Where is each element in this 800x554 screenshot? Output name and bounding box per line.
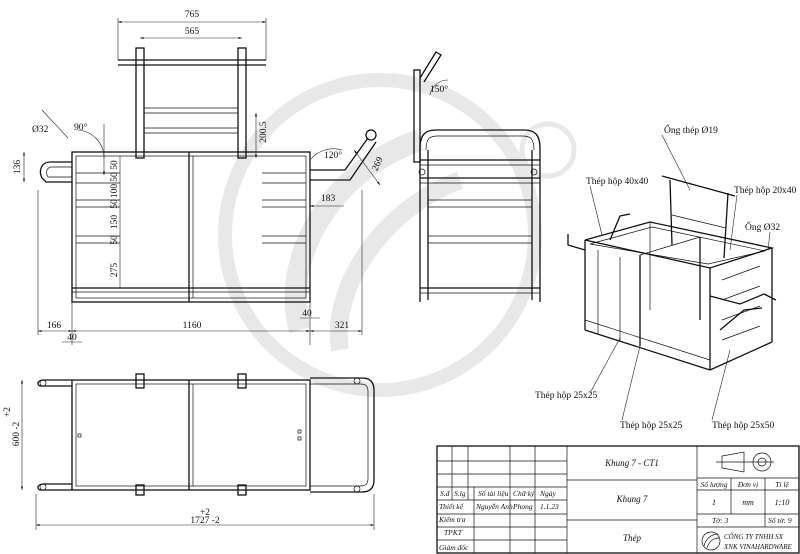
dim-left-40: 40 [67, 333, 77, 343]
dim-200-5: 200.5 [259, 121, 269, 143]
projection-symbol-icon [716, 451, 774, 473]
dim-1727-tol: +2 [200, 508, 210, 518]
tb-col-date: Ngày [539, 489, 557, 498]
dim-pipe-32: Ø32 [32, 125, 49, 135]
dim-v-150: 150 [110, 215, 120, 230]
tb-sheets-total: Số tờ: 9 [768, 516, 792, 525]
callout-pipe-32: Ống Ø32 [745, 220, 780, 233]
dim-v-50-d: 50 [110, 235, 120, 245]
tb-col-sd: S.đ [440, 489, 451, 498]
tb-part-name: Khung 7 [616, 494, 648, 504]
dim-1160: 1160 [183, 321, 202, 331]
top-view: +2 600 -2 +2 1727 -2 [3, 373, 375, 530]
tb-col-sign: Chữ ký [513, 489, 535, 498]
isometric-view: Ống thép Ø19 Thép hộp 40x40 Thép hộp 20x… [535, 123, 797, 431]
tb-director-label: Giám đốc [439, 543, 469, 552]
dim-angle-150: 150° [430, 84, 448, 95]
front-view: 765 565 200.5 Ø32 90° 136 120° 269 183 5… [13, 10, 386, 345]
tb-designer-label: Thiết kế [439, 502, 465, 511]
dim-v-275: 275 [110, 263, 120, 278]
tb-qty-value: 1 [712, 498, 716, 507]
tb-scale-label: Tỉ lệ [775, 480, 789, 489]
dim-321: 321 [335, 321, 350, 331]
dim-565: 565 [185, 27, 200, 37]
tb-col-slg: S.lg [454, 489, 466, 498]
dim-183: 183 [321, 194, 336, 204]
dim-right-40: 40 [302, 309, 312, 319]
tb-sheet: Tờ: 3 [712, 516, 729, 525]
callout-box-40x40: Thép hộp 40x40 [586, 177, 649, 187]
dim-v-50-c: 50 [110, 199, 120, 209]
tb-material: Thép [623, 533, 642, 543]
tb-designer-name: Nguyễn Anh [475, 502, 513, 511]
tb-date: 1.1.23 [540, 502, 559, 511]
tb-drawing-title: Khung 7 - CT1 [604, 458, 659, 468]
callout-box-25x25-b: Thép hộp 25x25 [620, 421, 683, 431]
shelf-lines [76, 172, 306, 244]
tb-approver: Phong [512, 502, 533, 511]
tb-col-doc: Số tài liệu [478, 489, 509, 498]
tb-unit-value: mm [742, 498, 754, 507]
dim-765: 765 [185, 10, 200, 20]
tb-scale-value: 1:10 [775, 498, 790, 507]
company-logo-icon [701, 531, 721, 551]
dim-600-tol: +2 [3, 407, 13, 417]
dim-136: 136 [13, 160, 23, 175]
dim-v-50-b: 50 [110, 172, 120, 182]
tb-qty-label: Số lượng [700, 480, 727, 489]
tb-check-label: Kiểm tra [438, 515, 466, 524]
side-view: 150° [413, 51, 541, 302]
tb-company-line1: CÔNG TY TNHH SX [724, 533, 784, 541]
callout-box-25x50: Thép hộp 25x50 [712, 421, 775, 431]
dim-angle-120: 120° [324, 150, 342, 161]
dim-600: 600 -2 [12, 421, 22, 446]
tb-tpkt-label: TPKT [444, 528, 463, 537]
dim-166: 166 [47, 321, 62, 331]
callout-box-25x25-a: Thép hộp 25x25 [535, 391, 598, 401]
tb-company-line2: XNK VINAHARDWARE [723, 543, 792, 551]
title-block: S.đ S.lg Số tài liệu Chữ ký Ngày Thiết k… [436, 445, 800, 554]
dim-v-50-a: 50 [110, 160, 120, 170]
tb-unit-label: Đơn vị [737, 480, 758, 489]
callout-box-20x40: Thép hộp 20x40 [734, 186, 797, 196]
dim-v-100: 100 [110, 184, 120, 199]
dim-1727: 1727 -2 [190, 516, 220, 526]
callout-pipe-19: Ống thép Ø19 [664, 123, 718, 136]
dim-angle-90: 90° [74, 122, 88, 133]
watermark-logo [218, 73, 577, 397]
